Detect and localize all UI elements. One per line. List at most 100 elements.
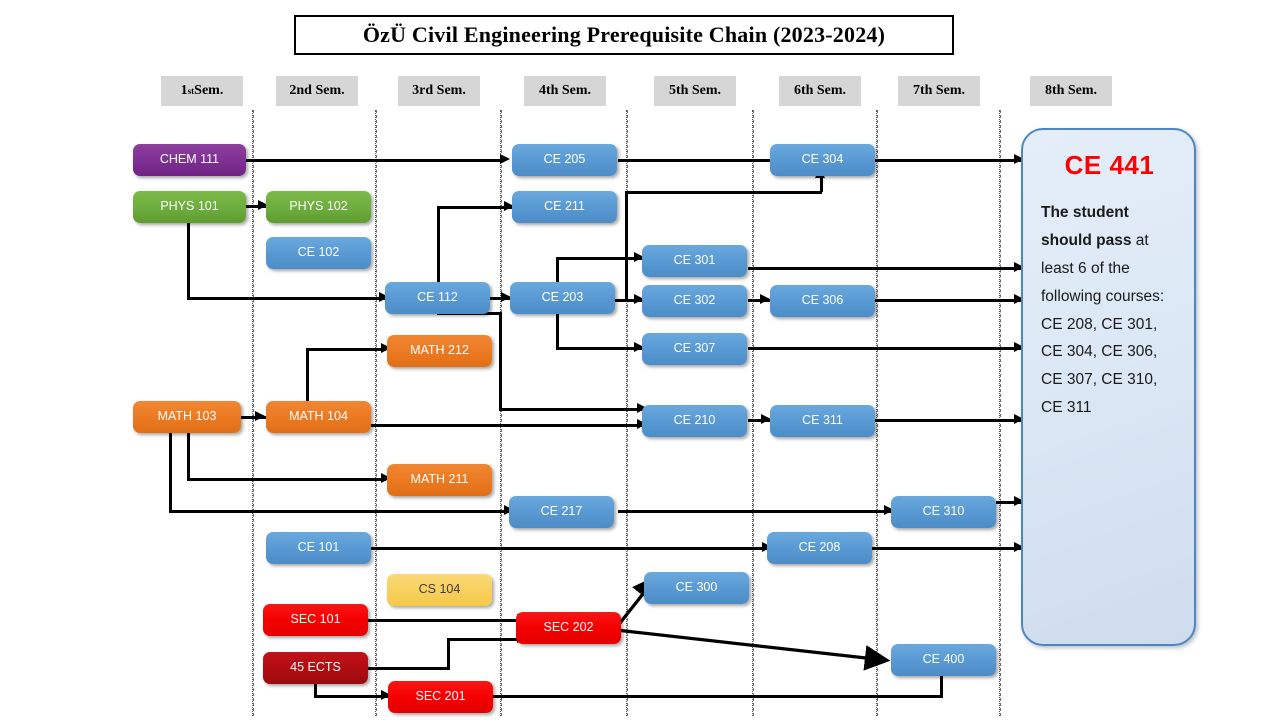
course-label-ce304: CE 304 — [801, 152, 844, 167]
course-box-ce307[interactable]: CE 307 — [642, 333, 747, 365]
course-label-math211: MATH 211 — [410, 472, 469, 487]
column-separator-3 — [500, 110, 502, 716]
edge-ce307-ce441 — [748, 347, 1022, 350]
course-box-ce211[interactable]: CE 211 — [512, 191, 617, 223]
semester-2-label: 2nd Sem. — [289, 83, 345, 98]
course-box-ce205[interactable]: CE 205 — [512, 144, 617, 176]
course-box-ce208[interactable]: CE 208 — [767, 532, 872, 564]
course-label-ce217: CE 217 — [540, 504, 583, 519]
course-label-ce400: CE 400 — [922, 652, 965, 667]
semester-header-2: 2nd Sem. — [276, 76, 358, 106]
semester-header-7: 7th Sem. — [898, 76, 980, 106]
column-separator-5 — [752, 110, 754, 716]
course-label-ce306: CE 306 — [801, 293, 844, 308]
course-label-sec202: SEC 202 — [543, 620, 594, 635]
course-box-sec202[interactable]: SEC 202 — [516, 612, 621, 644]
course-box-45ects[interactable]: 45 ECTS — [263, 652, 368, 684]
panel-description: The student should pass at least 6 of th… — [1041, 199, 1178, 422]
course-box-ce310[interactable]: CE 310 — [891, 496, 996, 528]
edge-math104-to-ce210 — [370, 424, 645, 427]
arrowhead-math212-in — [381, 343, 391, 353]
course-box-chem111[interactable]: CHEM 111 — [133, 144, 246, 176]
course-label-cs104: CS 104 — [418, 582, 461, 597]
course-box-ce112[interactable]: CE 112 — [385, 282, 490, 314]
arrowhead-ce311-in — [761, 414, 771, 424]
edge-ce203-ce302 — [613, 299, 643, 302]
course-label-ce301: CE 301 — [673, 253, 716, 268]
course-label-ce311: CE 311 — [802, 413, 843, 428]
arrowhead-ce441-row419 — [1014, 414, 1024, 424]
course-label-math104: MATH 104 — [289, 409, 348, 424]
course-label-phys101: PHYS 101 — [160, 199, 219, 214]
course-box-ce306[interactable]: CE 306 — [770, 285, 875, 317]
course-box-math211[interactable]: MATH 211 — [387, 464, 492, 496]
course-box-ce304[interactable]: CE 304 — [770, 144, 875, 176]
course-box-ce210[interactable]: CE 210 — [642, 405, 747, 437]
edge-phys101-drop — [187, 222, 190, 300]
course-label-math103: MATH 103 — [157, 409, 217, 424]
arrowhead-sec201-in — [381, 690, 391, 700]
edge-ce304-ce441 — [875, 159, 1022, 162]
course-box-cs104[interactable]: CS 104 — [387, 574, 492, 606]
course-box-math103[interactable]: MATH 103 — [133, 401, 241, 433]
course-box-ce300[interactable]: CE 300 — [644, 572, 749, 604]
course-box-ce203[interactable]: CE 203 — [510, 282, 615, 314]
arrowhead-math104-in — [255, 411, 265, 421]
semester-header-8: 8th Sem. — [1030, 76, 1112, 106]
course-box-ce400[interactable]: CE 400 — [891, 644, 996, 676]
course-label-ce211: CE 211 — [544, 199, 585, 214]
arrowhead-ce310-in — [884, 505, 894, 515]
course-label-ce300: CE 300 — [675, 580, 718, 595]
course-box-ce302[interactable]: CE 302 — [642, 285, 747, 317]
arrowhead-ce211-in — [504, 201, 514, 211]
course-box-math212[interactable]: MATH 212 — [387, 335, 492, 367]
edge-ce112-ce203 — [487, 297, 514, 300]
course-label-chem111: CHEM 111 — [159, 152, 220, 167]
edge-chem111-ce205 — [246, 159, 504, 162]
course-box-phys102[interactable]: PHYS 102 — [266, 191, 371, 223]
edge-math103-to-ce217 — [169, 510, 510, 513]
course-box-sec201[interactable]: SEC 201 — [388, 681, 493, 713]
edge-ce112-up-ce211 — [437, 207, 440, 299]
edge-math104-to-math212 — [306, 348, 386, 351]
edge-ce306-ce441 — [875, 299, 1022, 302]
edge-ce208-ce441 — [872, 547, 1022, 550]
course-box-ce102[interactable]: CE 102 — [266, 237, 371, 269]
course-label-ce102: CE 102 — [297, 245, 340, 260]
course-box-ce101[interactable]: CE 101 — [266, 532, 371, 564]
course-box-ce301[interactable]: CE 301 — [642, 245, 747, 277]
arrowhead-ce441-row501 — [1014, 496, 1024, 506]
semester-header-4: 4th Sem. — [524, 76, 606, 106]
course-box-ce217[interactable]: CE 217 — [509, 496, 614, 528]
edge-ce203-down-ce307 — [556, 313, 559, 349]
edge-ce203-to-ce301 — [556, 257, 642, 260]
arrowhead-ce203-in — [501, 292, 511, 302]
edge-ce112-to-ce210 — [499, 408, 645, 411]
edge-ects45-to-sec201 — [314, 695, 390, 698]
semester-1-suffix: st — [187, 86, 195, 96]
edge-ects45-rise — [447, 638, 450, 669]
capstone-panel-ce441[interactable]: CE 441 The student should pass at least … — [1021, 128, 1196, 646]
edge-ce217-ce310 — [618, 510, 898, 513]
semester-1-tail: Sem. — [194, 83, 224, 98]
edge-ce203-to-ce307 — [556, 347, 644, 350]
course-label-ce302: CE 302 — [673, 293, 716, 308]
edge-ce310-ce441 — [996, 501, 1022, 504]
edge-ects45-drop — [314, 683, 317, 696]
course-box-ce311[interactable]: CE 311 — [770, 405, 875, 437]
arrowhead-ce112-in — [379, 292, 389, 302]
semester-1-number: 1 — [180, 83, 188, 98]
course-box-phys101[interactable]: PHYS 101 — [133, 191, 246, 223]
course-label-45ects: 45 ECTS — [290, 660, 341, 675]
course-box-math104[interactable]: MATH 104 — [266, 401, 371, 433]
semester-8-label: 8th Sem. — [1044, 83, 1098, 98]
arrowhead-ce441-row160 — [1014, 154, 1024, 164]
edge-sec201-bottom — [493, 695, 943, 698]
edge-sec202-ce400 — [612, 625, 902, 675]
semester-7-label: 7th Sem. — [912, 83, 966, 98]
edge-ects45-right — [368, 667, 450, 670]
course-box-sec101[interactable]: SEC 101 — [263, 604, 368, 636]
edge-math103-to-math211 — [187, 478, 386, 481]
